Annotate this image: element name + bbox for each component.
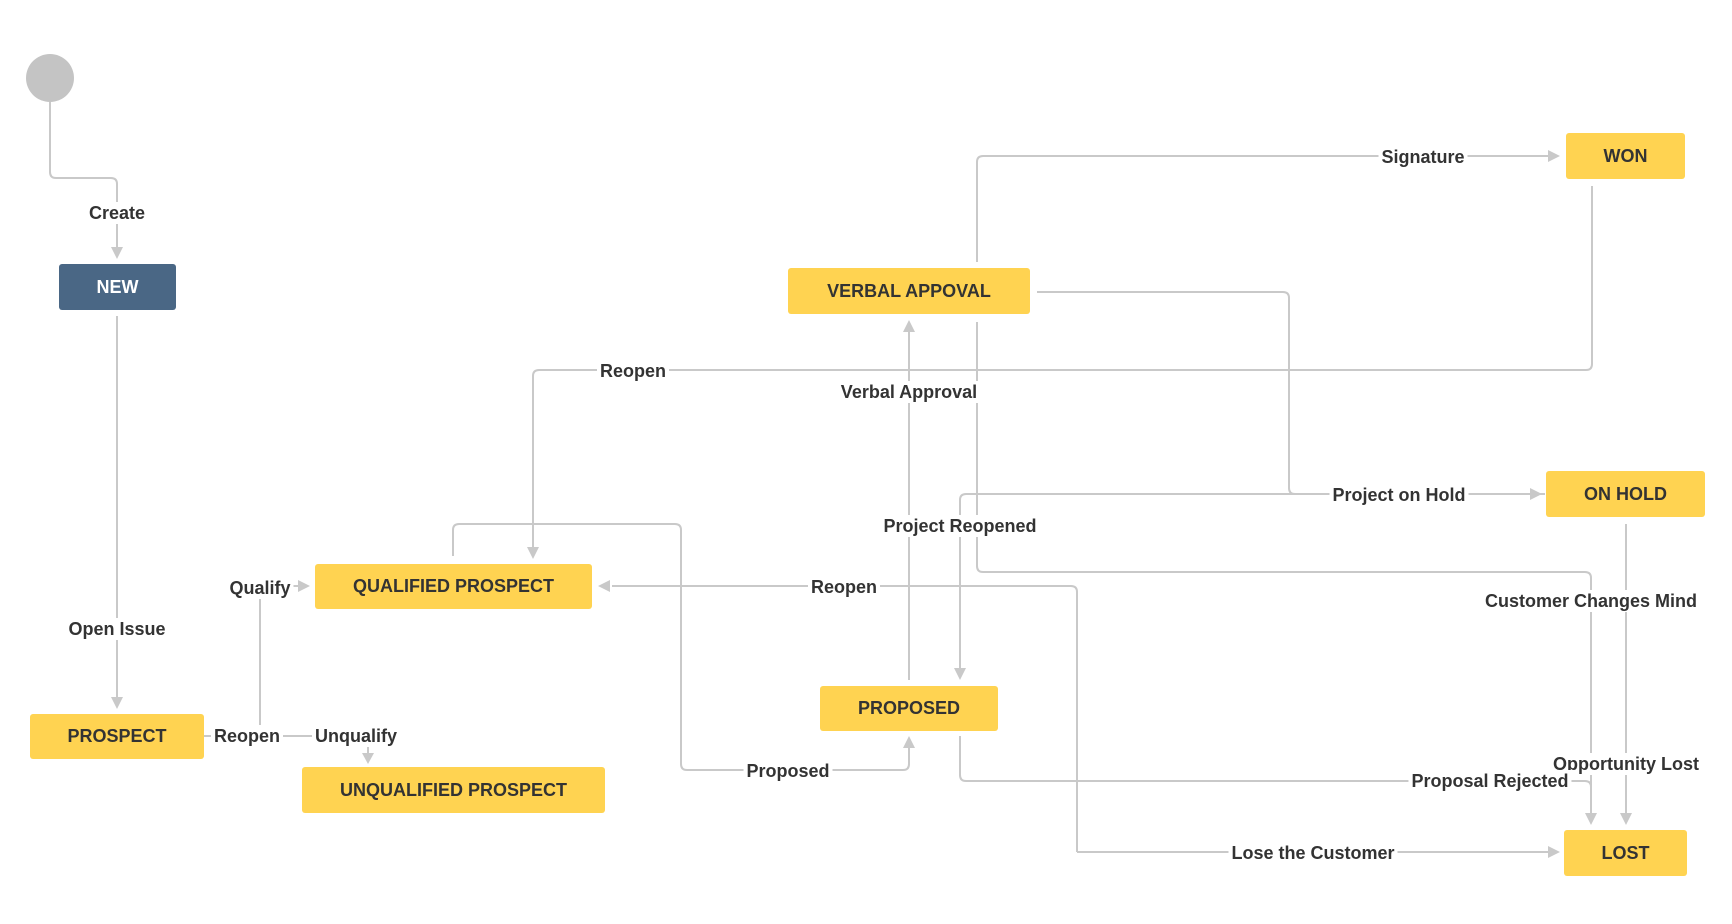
transition-proposed[interactable]: Proposed [743,760,833,782]
transition-proposal-rejected[interactable]: Proposal Rejected [1408,770,1572,792]
status-won[interactable]: WON [1566,133,1685,179]
edge-project-reopened [959,493,1545,670]
transition-signature[interactable]: Signature [1378,146,1468,168]
transition-project-on-hold[interactable]: Project on Hold [1329,484,1469,506]
transition-qualify[interactable]: Qualify [226,577,294,599]
status-verbal-approval[interactable]: VERBAL APPOVAL [788,268,1030,314]
edge-project-on-hold [1037,291,1532,495]
status-new[interactable]: NEW [59,264,176,310]
status-prospect[interactable]: PROSPECT [30,714,204,759]
transition-reopen-prospect[interactable]: Reopen [210,725,284,747]
edge-qualify [259,585,300,736]
transition-reopen-won[interactable]: Reopen [596,360,670,382]
status-lost[interactable]: LOST [1564,830,1687,876]
transition-opportunity-lost[interactable]: Opportunity Lost [1550,753,1702,775]
transition-lose-the-customer[interactable]: Lose the Customer [1228,842,1398,864]
edge-reopen-won [532,186,1593,550]
transition-reopen-qualified[interactable]: Reopen [807,576,881,598]
status-qualified-prospect[interactable]: QUALIFIED PROSPECT [315,564,592,609]
status-unqualified-prospect[interactable]: UNQUALIFIED PROSPECT [302,767,605,813]
transition-project-reopened[interactable]: Project Reopened [880,515,1040,537]
edge-create [49,102,118,250]
edge-signature [976,155,1550,262]
transition-unqualify[interactable]: Unqualify [311,725,401,747]
status-on-hold[interactable]: ON HOLD [1546,471,1705,517]
status-proposed[interactable]: PROPOSED [820,686,998,731]
transition-open-issue[interactable]: Open Issue [65,618,169,640]
edge-customer-changes-mind [976,322,1592,815]
transition-customer-changes-mind[interactable]: Customer Changes Mind [1481,590,1701,612]
transition-verbal-approval[interactable]: Verbal Approval [837,381,981,403]
edge-reopen-lost [612,585,1078,852]
edge-proposal-rejected [959,736,1592,815]
edge-proposed [452,523,910,771]
start-circle [26,54,74,102]
transition-create[interactable]: Create [85,202,149,224]
